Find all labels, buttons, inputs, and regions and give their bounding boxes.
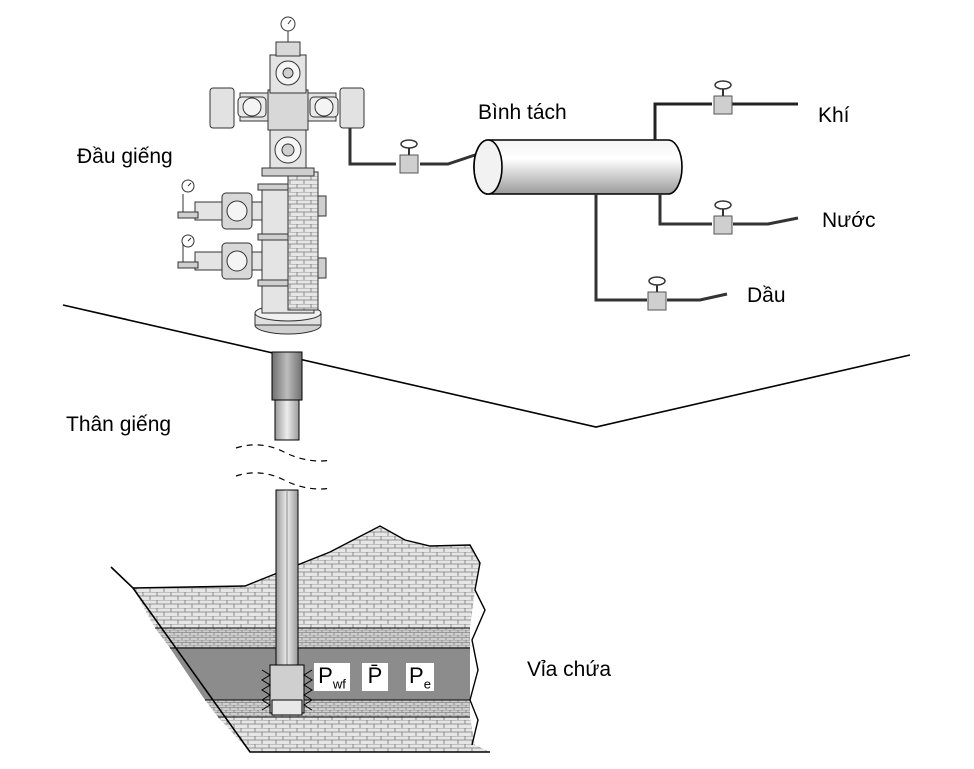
oil-outlet-line xyxy=(594,194,728,302)
label-gas: Khí xyxy=(818,104,850,127)
pressure-gauge-icon xyxy=(280,16,296,32)
pressure-external: Pe xyxy=(406,663,434,691)
label-water: Nước xyxy=(822,209,876,232)
wellhead-assembly xyxy=(177,16,365,335)
valve-icon xyxy=(399,139,419,174)
label-separator: Bình tách xyxy=(478,101,567,124)
perforation-screen xyxy=(261,664,313,716)
wellbore-casing xyxy=(235,351,333,716)
valve-icon xyxy=(713,80,733,115)
valve-icon xyxy=(647,276,667,311)
valve-icon xyxy=(713,200,733,235)
separator-vessel xyxy=(473,139,683,195)
pressure-external-main: P xyxy=(409,663,424,688)
label-oil: Dầu xyxy=(747,284,786,307)
pressure-average: P̄ xyxy=(362,663,388,691)
pressure-external-sub: e xyxy=(423,676,431,692)
flowline-to-separator xyxy=(348,128,479,166)
water-outlet-line xyxy=(658,194,799,226)
pressure-average-text: P̄ xyxy=(367,663,383,688)
ground-surface xyxy=(62,304,911,428)
pressure-gauge-icon xyxy=(181,234,195,248)
label-wellhead: Đầu giếng xyxy=(77,145,173,168)
label-reservoir: Vỉa chứa xyxy=(527,658,612,681)
pressure-gauge-icon xyxy=(181,179,195,193)
pressure-bottomhole-main: P xyxy=(318,663,333,688)
pressure-bottomhole-sub: wf xyxy=(332,676,346,692)
pressure-bottomhole: Pwf xyxy=(314,663,350,691)
label-wellbore: Thân giếng xyxy=(66,413,172,436)
reservoir-block xyxy=(110,525,490,753)
gas-outlet-line xyxy=(653,102,798,140)
